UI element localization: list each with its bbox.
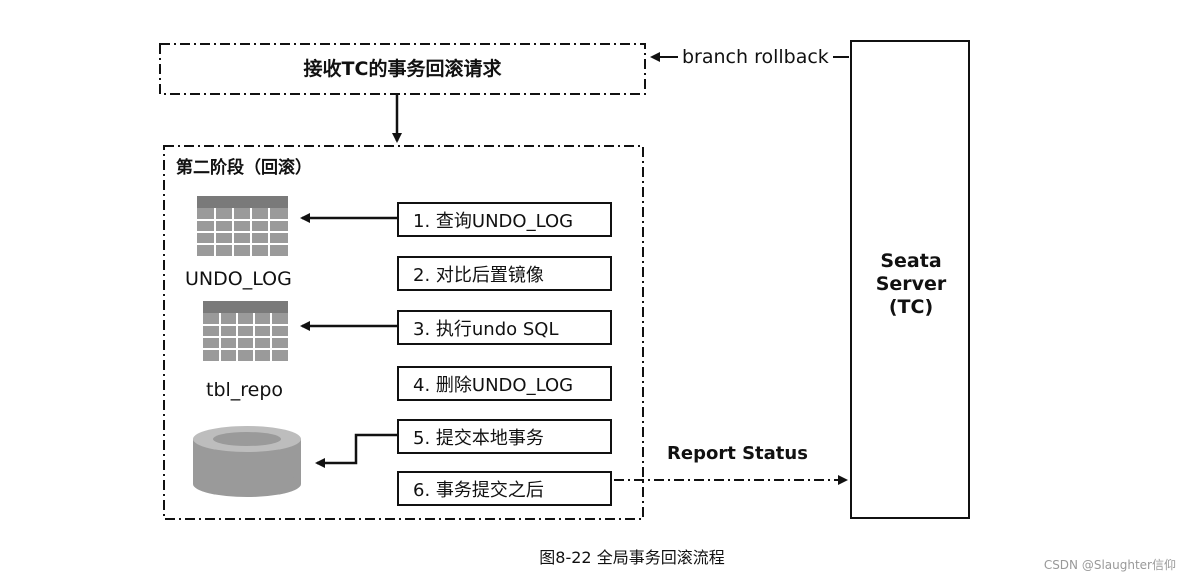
- csdn-watermark: CSDN @Slaughter信仰: [1043, 558, 1176, 572]
- seata-server-box: [850, 40, 970, 519]
- rollback-request-box: [159, 43, 646, 95]
- report-status-label: Report Status: [667, 443, 808, 464]
- phase-two-container: [163, 145, 644, 520]
- step-after-tx-commit: 6. 事务提交之后: [397, 471, 612, 506]
- step-query-undo-log: 1. 查询UNDO_LOG: [397, 202, 612, 237]
- step-delete-undo-log: 4. 删除UNDO_LOG: [397, 366, 612, 401]
- branch-rollback-label: branch rollback: [682, 46, 829, 68]
- seata-server-label: Seata Server (TC): [853, 250, 969, 319]
- repo-table-label: tbl_repo: [206, 379, 284, 401]
- undo-log-table-icon: [197, 196, 288, 256]
- step-execute-undo-sql: 3. 执行undo SQL: [397, 310, 612, 345]
- arrow-step5-to-database: [315, 433, 397, 468]
- seata-server-text: Seata Server (TC): [875, 250, 947, 318]
- step-compare-after-image: 2. 对比后置镜像: [397, 256, 612, 291]
- repo-table-icon: [203, 301, 288, 361]
- step-commit-local-tx: 5. 提交本地事务: [397, 419, 612, 454]
- undo-log-table-label: UNDO_LOG: [185, 268, 292, 290]
- figure-caption: 图8-22 全局事务回滚流程: [539, 548, 725, 567]
- database-cylinder-icon: [193, 426, 301, 497]
- phase-two-title: 第二阶段（回滚）: [176, 158, 312, 178]
- rollback-request-label: 接收TC的事务回滚请求: [303, 57, 502, 80]
